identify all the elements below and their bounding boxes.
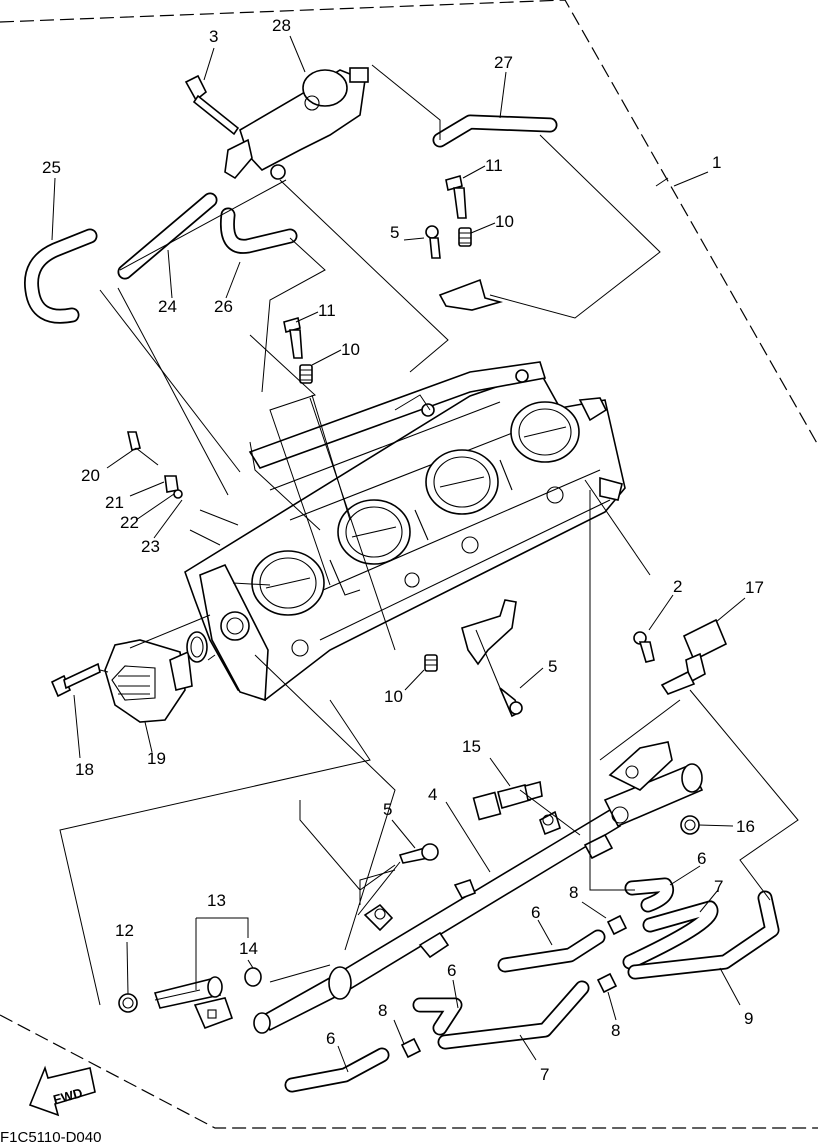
callout-6-bottom: 6 xyxy=(326,1029,335,1048)
screw-5-lower[interactable] xyxy=(398,843,439,864)
callout-5-lower: 5 xyxy=(383,800,392,819)
callout-8-upper: 8 xyxy=(569,883,578,902)
sensor-15[interactable] xyxy=(472,780,543,821)
hose-6-middle[interactable] xyxy=(497,929,606,973)
callout-5-upper: 5 xyxy=(390,223,399,242)
hose-7-lower[interactable] xyxy=(437,980,590,1050)
spring-10-upper[interactable] xyxy=(458,227,472,247)
spring-21[interactable] xyxy=(164,475,179,493)
screw-2[interactable] xyxy=(633,631,655,663)
hose-6-lower[interactable] xyxy=(412,997,463,1036)
throttle-bore-1 xyxy=(251,550,325,616)
callout-9: 9 xyxy=(744,1009,753,1028)
cap-12[interactable] xyxy=(118,993,138,1013)
screw-11-upper[interactable] xyxy=(445,174,467,219)
callout-numbers: 1 2 3 4 5 5 5 6 6 6 6 7 7 8 8 8 9 10 10 … xyxy=(42,16,764,1084)
callout-18: 18 xyxy=(75,760,94,779)
bolt-3[interactable] xyxy=(184,74,240,136)
fwd-arrow-icon: FWD xyxy=(28,1065,96,1117)
throttle-bore-2 xyxy=(337,499,411,565)
leader-lines xyxy=(59,64,799,1006)
callout-10-upper: 10 xyxy=(495,212,514,231)
throttle-bore-4 xyxy=(510,401,580,463)
screw-11-lower[interactable] xyxy=(283,316,303,359)
oring-16[interactable] xyxy=(680,815,700,835)
callout-21: 21 xyxy=(105,493,124,512)
callout-11-upper: 11 xyxy=(485,156,503,175)
callout-4: 4 xyxy=(428,785,437,804)
screw-20[interactable] xyxy=(127,431,159,466)
hose-24[interactable] xyxy=(117,192,218,280)
callout-24: 24 xyxy=(158,297,177,316)
callout-23: 23 xyxy=(141,537,160,556)
oring-14[interactable] xyxy=(244,967,262,987)
callout-1: 1 xyxy=(712,153,721,172)
fwd-label: FWD xyxy=(52,1085,84,1107)
hose-26[interactable] xyxy=(219,207,298,254)
injector-13[interactable] xyxy=(153,976,234,1030)
callout-10-lower: 10 xyxy=(384,687,403,706)
clamp-8-upper[interactable] xyxy=(606,914,628,936)
throttle-body-assembly[interactable] xyxy=(184,361,626,702)
callout-22: 22 xyxy=(120,513,139,532)
callout-3: 3 xyxy=(209,27,218,46)
callout-28: 28 xyxy=(272,16,291,35)
screw-5-middle[interactable] xyxy=(499,687,523,718)
callout-25: 25 xyxy=(42,158,61,177)
callout-6-right: 6 xyxy=(697,849,706,868)
callout-2: 2 xyxy=(673,577,682,596)
hose-9[interactable] xyxy=(627,890,780,980)
bolt-18[interactable] xyxy=(50,662,101,698)
fuel-fitting[interactable] xyxy=(603,741,704,828)
bracket-upper[interactable] xyxy=(438,278,504,311)
hose-7-upper[interactable] xyxy=(622,900,719,970)
hose-27[interactable] xyxy=(432,114,558,148)
hose-25[interactable] xyxy=(24,228,98,324)
drawing-code: F1C5110-D040 xyxy=(0,1129,101,1145)
callout-14: 14 xyxy=(239,939,258,958)
washer-22[interactable] xyxy=(173,489,183,499)
oring-19[interactable] xyxy=(186,631,208,663)
callout-7-lower: 7 xyxy=(540,1065,549,1084)
callout-16: 16 xyxy=(736,817,755,836)
fuel-rail[interactable] xyxy=(253,808,622,1034)
sensor-19[interactable] xyxy=(104,639,193,723)
callout-6-middle: 6 xyxy=(531,903,540,922)
sensor-17[interactable] xyxy=(660,618,728,695)
clamp-8-middle[interactable] xyxy=(596,972,618,994)
callout-7-upper: 7 xyxy=(714,877,723,896)
screw-5-upper[interactable] xyxy=(425,225,441,259)
callout-19: 19 xyxy=(147,749,166,768)
clamp-8-lower[interactable] xyxy=(400,1037,422,1059)
valve-assembly-28[interactable] xyxy=(224,67,369,180)
callout-26: 26 xyxy=(214,297,233,316)
callout-6-lower: 6 xyxy=(447,961,456,980)
callout-27: 27 xyxy=(494,53,513,72)
callout-5-middle: 5 xyxy=(548,657,557,676)
callout-11-lower: 11 xyxy=(318,301,336,320)
callout-leaders xyxy=(51,35,746,1073)
hose-6-right[interactable] xyxy=(624,877,675,913)
hose-6-bottom[interactable] xyxy=(284,1047,390,1093)
spring-10-lower[interactable] xyxy=(424,654,438,672)
callout-20: 20 xyxy=(81,466,100,485)
callout-8-middle: 8 xyxy=(611,1021,620,1040)
callout-12: 12 xyxy=(115,921,134,940)
callout-10-middle: 10 xyxy=(341,340,360,359)
spring-10-middle[interactable] xyxy=(299,364,313,384)
throttle-bore-3 xyxy=(425,449,499,515)
callout-13: 13 xyxy=(207,891,226,910)
callout-17: 17 xyxy=(745,578,764,597)
callout-8-lower: 8 xyxy=(378,1001,387,1020)
callout-15: 15 xyxy=(462,737,481,756)
